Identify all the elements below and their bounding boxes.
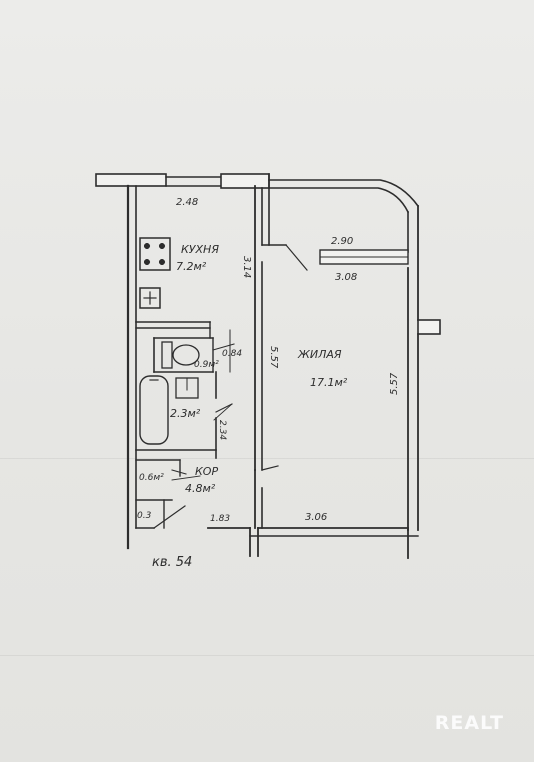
living-door-swing [285,244,308,271]
kitchen-stove [139,237,171,271]
paper-fold-line [0,458,534,459]
dim-living-bottom: 3.06 [305,512,327,523]
paper-fold-line [0,655,534,656]
bathtub [139,375,169,445]
kitchen-area: 7.2м² [176,260,207,273]
bath-door-swing [215,403,233,413]
realt-watermark-logo: REALT [434,712,504,734]
dim-kitchen-top: 2.48 [176,197,198,208]
living-area: 17.1м² [310,376,348,389]
wall-right-stub [417,319,441,335]
wall-top-middle [220,173,270,189]
wall-top-right [268,179,420,208]
kitchen-sink [139,287,161,309]
dim-corridor-bottom: 1.83 [210,514,230,524]
entry-door-swing [153,505,186,529]
wall-top-left [95,173,167,187]
dim-living-window: 3.08 [335,272,357,283]
dim-living-right: 5.57 [389,372,400,395]
wc-area: 0.9м² [194,360,219,370]
closet-door-swing [171,469,187,475]
dim-wc-side: 0.84 [222,349,242,359]
corridor-area: 4.8м² [185,482,216,495]
dim-kitchen-side: 3.14 [241,256,252,278]
dim-living-top: 2.90 [331,236,353,247]
dim-closet-bottom: 0.3 [137,511,152,521]
dim-living-left: 5.57 [268,346,279,369]
apartment-number: кв. 54 [152,555,192,570]
corridor-door-swing [261,465,279,471]
kitchen-name: КУХНЯ [181,243,219,256]
dim-bath-side: 2.34 [217,420,227,440]
corridor-name: КОР [195,465,218,478]
closet-area: 0.6м² [139,473,164,483]
living-name: ЖИЛАЯ [297,348,342,361]
toilet-tank [161,341,173,369]
bathroom-area: 2.3м² [170,407,201,420]
toilet-bowl [172,344,200,366]
